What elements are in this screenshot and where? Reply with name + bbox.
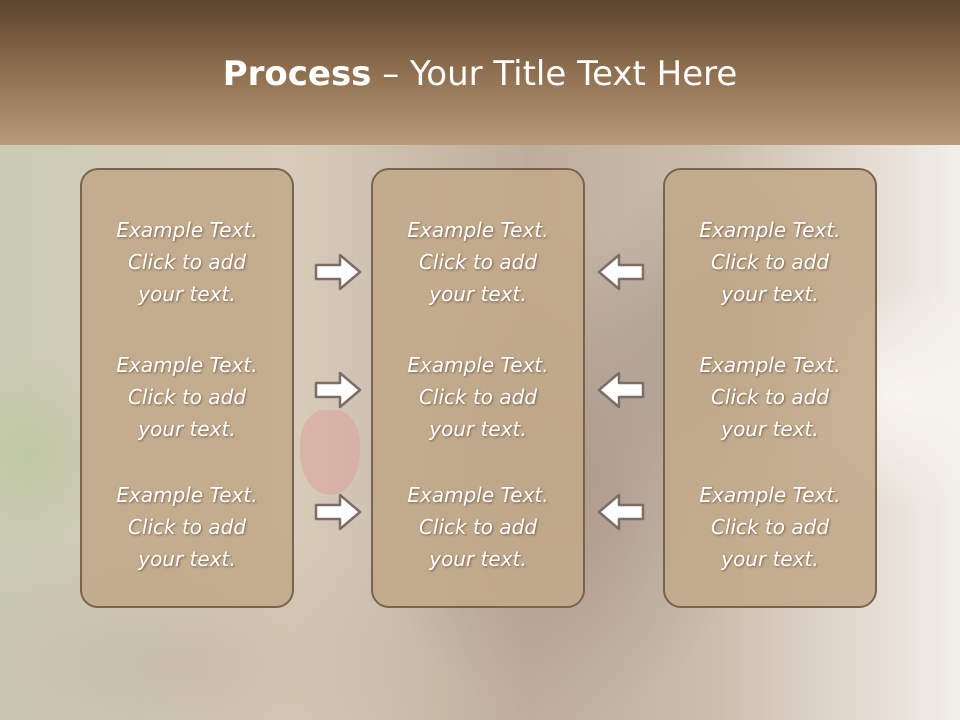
text-line: Example Text. (699, 218, 841, 242)
text-line: your text. (429, 417, 527, 441)
text-line: Click to add (127, 385, 247, 409)
text-line: Click to add (710, 385, 830, 409)
arrow-left-icon (597, 493, 645, 531)
text-placeholder[interactable]: Example Text. Click to add your text. (82, 349, 292, 445)
text-line: Click to add (710, 250, 830, 274)
text-line: Example Text. (116, 353, 258, 377)
text-line: your text. (138, 547, 236, 571)
text-line: Example Text. (699, 483, 841, 507)
title-rest: – Your Title Text Here (371, 54, 738, 94)
title-bar: Process – Your Title Text Here (0, 0, 960, 145)
text-line: your text. (138, 417, 236, 441)
title-bold: Process (222, 54, 372, 94)
process-box-center[interactable]: Example Text. Click to add your text. Ex… (371, 168, 585, 608)
process-box-right[interactable]: Example Text. Click to add your text. Ex… (663, 168, 877, 608)
process-box-left[interactable]: Example Text. Click to add your text. Ex… (80, 168, 294, 608)
text-line: your text. (429, 547, 527, 571)
text-line: Click to add (127, 515, 247, 539)
text-line: your text. (721, 282, 819, 306)
text-placeholder[interactable]: Example Text. Click to add your text. (665, 349, 875, 445)
text-placeholder[interactable]: Example Text. Click to add your text. (373, 349, 583, 445)
text-line: your text. (721, 417, 819, 441)
text-placeholder[interactable]: Example Text. Click to add your text. (665, 479, 875, 575)
text-placeholder[interactable]: Example Text. Click to add your text. (665, 214, 875, 310)
text-line: Click to add (418, 250, 538, 274)
text-placeholder[interactable]: Example Text. Click to add your text. (82, 214, 292, 310)
text-line: Click to add (418, 385, 538, 409)
arrow-right-icon (314, 253, 362, 291)
text-line: Click to add (710, 515, 830, 539)
background-photo-detail (300, 410, 360, 495)
arrow-right-icon (314, 493, 362, 531)
text-line: Click to add (418, 515, 538, 539)
slide-title[interactable]: Process – Your Title Text Here (0, 52, 960, 96)
text-placeholder[interactable]: Example Text. Click to add your text. (82, 479, 292, 575)
text-line: your text. (138, 282, 236, 306)
arrow-left-icon (597, 371, 645, 409)
text-placeholder[interactable]: Example Text. Click to add your text. (373, 214, 583, 310)
text-line: Example Text. (699, 353, 841, 377)
text-line: Example Text. (407, 483, 549, 507)
text-line: your text. (429, 282, 527, 306)
text-placeholder[interactable]: Example Text. Click to add your text. (373, 479, 583, 575)
text-line: Click to add (127, 250, 247, 274)
text-line: Example Text. (407, 353, 549, 377)
text-line: your text. (721, 547, 819, 571)
text-line: Example Text. (116, 218, 258, 242)
text-line: Example Text. (116, 483, 258, 507)
arrow-right-icon (314, 371, 362, 409)
text-line: Example Text. (407, 218, 549, 242)
arrow-left-icon (597, 253, 645, 291)
